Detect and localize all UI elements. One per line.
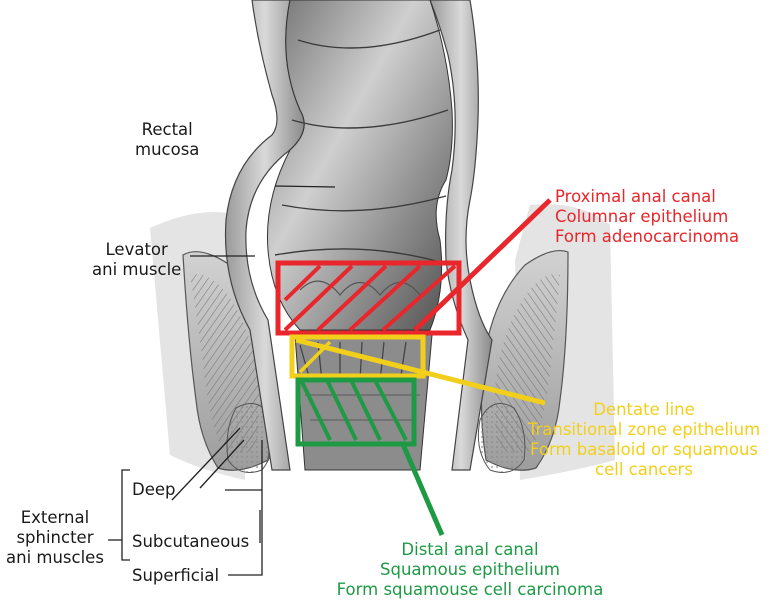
external-sphincter-label: External sphincter ani muscles: [6, 508, 104, 568]
levator-ani-label: Levator ani muscle: [92, 240, 181, 280]
rectal-mucosa-label: Rectal mucosa: [135, 120, 199, 160]
dentate-zone-label: Dentate line Transitional zone epitheliu…: [516, 400, 772, 480]
deep-label: Deep: [132, 480, 175, 500]
proximal-zone-label: Proximal anal canal Columnar epithelium …: [555, 187, 739, 247]
superficial-label: Superficial: [132, 566, 219, 586]
distal-leader-line: [402, 442, 442, 535]
subcutaneous-label: Subcutaneous: [132, 532, 249, 552]
distal-zone-label: Distal anal canal Squamous epithelium Fo…: [336, 540, 604, 600]
